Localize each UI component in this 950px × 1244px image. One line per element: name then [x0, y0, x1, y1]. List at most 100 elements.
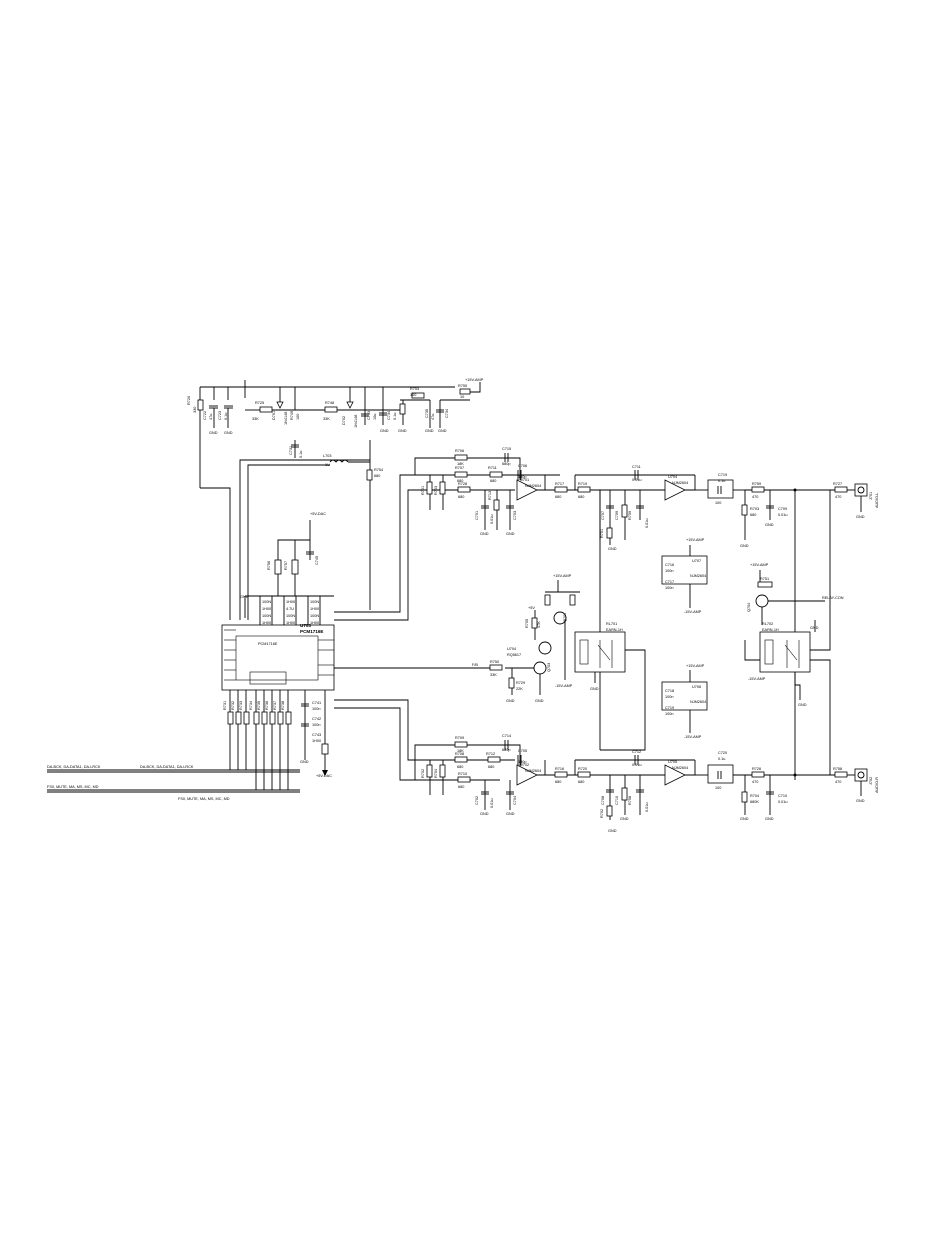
resistor-r728: [457, 486, 471, 493]
transistor-q704: [755, 594, 769, 608]
r710-value: 680: [458, 785, 464, 789]
u705-part: NJM2604: [672, 766, 688, 770]
r728-label: R728: [458, 482, 467, 486]
r753-label: R753: [410, 387, 419, 391]
gnd-label-3: GND: [380, 429, 389, 433]
v15amp-label-2: +15V-AMP: [686, 664, 705, 668]
r759b-label: R759: [752, 482, 761, 486]
c733-label: C733: [367, 411, 371, 420]
jack-j701: [854, 483, 868, 497]
gnd-la-6: GND: [765, 817, 774, 821]
l703-label: L703: [323, 454, 331, 458]
u706-part: NJM2604: [690, 700, 706, 704]
u707-ref: U707: [692, 559, 701, 563]
r748-value: 33K: [323, 417, 330, 421]
r758b-label: R758: [833, 767, 842, 771]
gnd-ua-5: GND: [765, 523, 774, 527]
r727-value: 470: [835, 495, 841, 499]
c720-value: 0.1u: [718, 757, 725, 761]
c702-label: C702: [475, 796, 479, 805]
c716-label: C716: [665, 563, 674, 567]
v15-amp-top-label: +15V-AMP: [465, 378, 484, 382]
u704b-part: RQ5617: [507, 653, 521, 657]
lower-analog-channel: R709 18K C714 680p R708 680 R712 680 C70…: [334, 699, 879, 833]
r734-label: R734: [249, 701, 253, 710]
r716-value: 680: [555, 780, 561, 784]
r756-label: R756: [267, 561, 271, 570]
r706-label: R706: [455, 449, 464, 453]
vdac-bot-label: +5V-DAC: [316, 774, 332, 778]
c735-label: C735: [425, 409, 429, 418]
bus1-label-b: DA-BCK, DA-DATA1, DA-LRCK: [140, 765, 194, 769]
r753-value: 100: [410, 393, 416, 397]
gnd-la-5: GND: [740, 817, 749, 821]
resistor-r716: [554, 771, 568, 778]
resistor-r711: [489, 471, 503, 478]
j701-part: AUDIO-L: [875, 493, 879, 508]
resistor-r757: [291, 559, 299, 575]
r725-label: R725: [255, 401, 264, 405]
c741-value: 100n: [312, 707, 320, 711]
c709-label: C709: [615, 511, 619, 520]
transistor-q703: [533, 661, 547, 675]
r720-value: 330: [193, 407, 197, 413]
r705-label: R705: [525, 619, 529, 628]
dac-ref: U703: [300, 623, 311, 628]
dac-cap-2: 1H00: [262, 607, 271, 611]
resistor-r726: [751, 771, 765, 778]
resistor-r750: [489, 664, 503, 671]
r750-value: 33K: [490, 673, 497, 677]
c719b-label: C719: [665, 706, 674, 710]
opamp-u702: [516, 764, 538, 786]
r755-label: R755: [458, 384, 467, 388]
c715-value: 680p: [502, 462, 510, 466]
c709c-value: 0.01u: [778, 513, 788, 517]
resistor-r709: [454, 741, 468, 748]
r758-label: R758: [628, 796, 632, 805]
r738-label: R738: [281, 701, 285, 710]
r732-label: R732: [231, 701, 235, 710]
r711-label: R711: [488, 466, 497, 470]
dac-cap-12: 1H00: [310, 621, 319, 625]
r727-label: R727: [833, 482, 842, 486]
c723-value: 0.1u: [224, 413, 228, 420]
resistor-r753: [411, 392, 425, 399]
r755-value: 10: [460, 395, 464, 399]
r704-value: 680K: [750, 800, 759, 804]
c723-label: C723: [218, 411, 222, 420]
opamp-u704: [664, 479, 686, 501]
r707-label: R707: [455, 466, 464, 470]
c734-value: 0.1u: [393, 413, 397, 420]
c701-value: 0.01u: [490, 514, 494, 524]
j702-part: AUDIO-R: [875, 777, 879, 793]
dac-cap-11: 1H00: [286, 621, 295, 625]
opamp-u705: [664, 764, 686, 786]
v15amp-label-1: +15V-AMP: [686, 538, 705, 542]
r731-label: R731: [223, 701, 227, 710]
gnd-ua-2: GND: [506, 532, 515, 536]
fb-label: F/B: [472, 663, 478, 667]
mute-relay-section: +15V-AMP Q701 R705 47K +5V U704 RQ5617 Q…: [334, 563, 844, 707]
c719b-value: 100n: [665, 712, 673, 716]
c733-value: 10u: [373, 414, 377, 420]
bus2-label-b: FS0, MUTE, MA, MS, MC, MD: [178, 797, 230, 801]
opamp-u701: [516, 479, 538, 501]
gnd-label-dac: GND: [240, 595, 249, 599]
diode-d702: [346, 401, 354, 409]
u704-part: NJM2604: [672, 481, 688, 485]
d702-label: D702: [342, 416, 346, 425]
r720b-label: R720: [578, 767, 587, 771]
resistor-r708: [454, 756, 468, 763]
r759-label: R759: [628, 511, 632, 520]
d701-value: 1N4148: [284, 412, 288, 425]
gnd-label-2: GND: [224, 431, 233, 435]
gnd-ua-4: GND: [740, 544, 749, 548]
c714-value: 680p: [502, 748, 510, 752]
c731-value: 0.1u: [299, 451, 303, 458]
u706-ref: U706: [692, 685, 701, 689]
gnd-la-1: GND: [480, 812, 489, 816]
c703-label: C703: [513, 511, 517, 520]
relay-rl702: [759, 631, 811, 673]
gnd-la-3: GND: [608, 829, 617, 833]
resistor-r748: [324, 406, 338, 413]
